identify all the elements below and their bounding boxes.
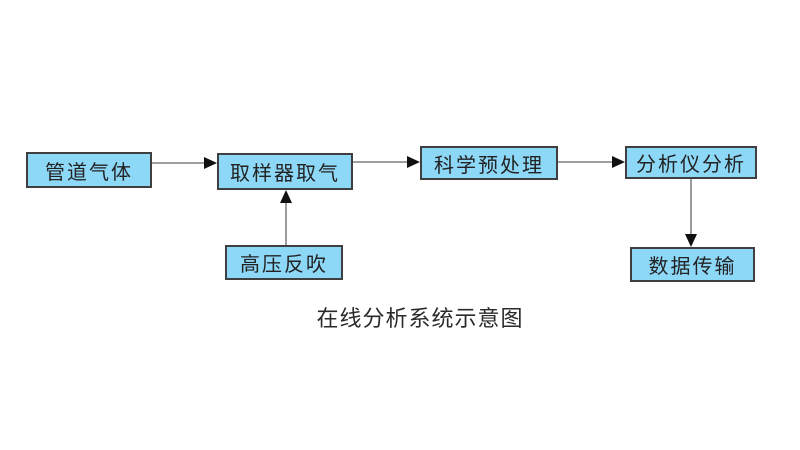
node-sampler: 取样器取气: [217, 153, 353, 190]
node-backflush: 高压反吹: [225, 245, 343, 280]
node-pipeline-gas: 管道气体: [26, 152, 152, 188]
arrow-backflush-to-sampler: [280, 190, 292, 245]
node-backflush-label: 高压反吹: [240, 252, 328, 276]
diagram-caption: 在线分析系统示意图: [316, 307, 524, 332]
node-sampler-label: 取样器取气: [230, 161, 340, 185]
node-analyzer: 分析仪分析: [625, 146, 757, 179]
node-pipeline-gas-label: 管道气体: [45, 159, 133, 184]
arrow-pipeline-to-sampler: [152, 157, 217, 169]
arrow-analyzer-to-data-transfer: [685, 179, 697, 247]
node-analyzer-label: 分析仪分析: [636, 152, 746, 176]
node-data-transfer: 数据传输: [630, 247, 755, 282]
node-data-transfer-label: 数据传输: [648, 254, 737, 278]
node-pretreatment: 科学预处理: [420, 146, 558, 180]
arrow-sampler-to-pretreatment: [353, 156, 420, 168]
node-pretreatment-label: 科学预处理: [434, 152, 544, 177]
arrow-pretreatment-to-analyzer: [558, 156, 625, 168]
